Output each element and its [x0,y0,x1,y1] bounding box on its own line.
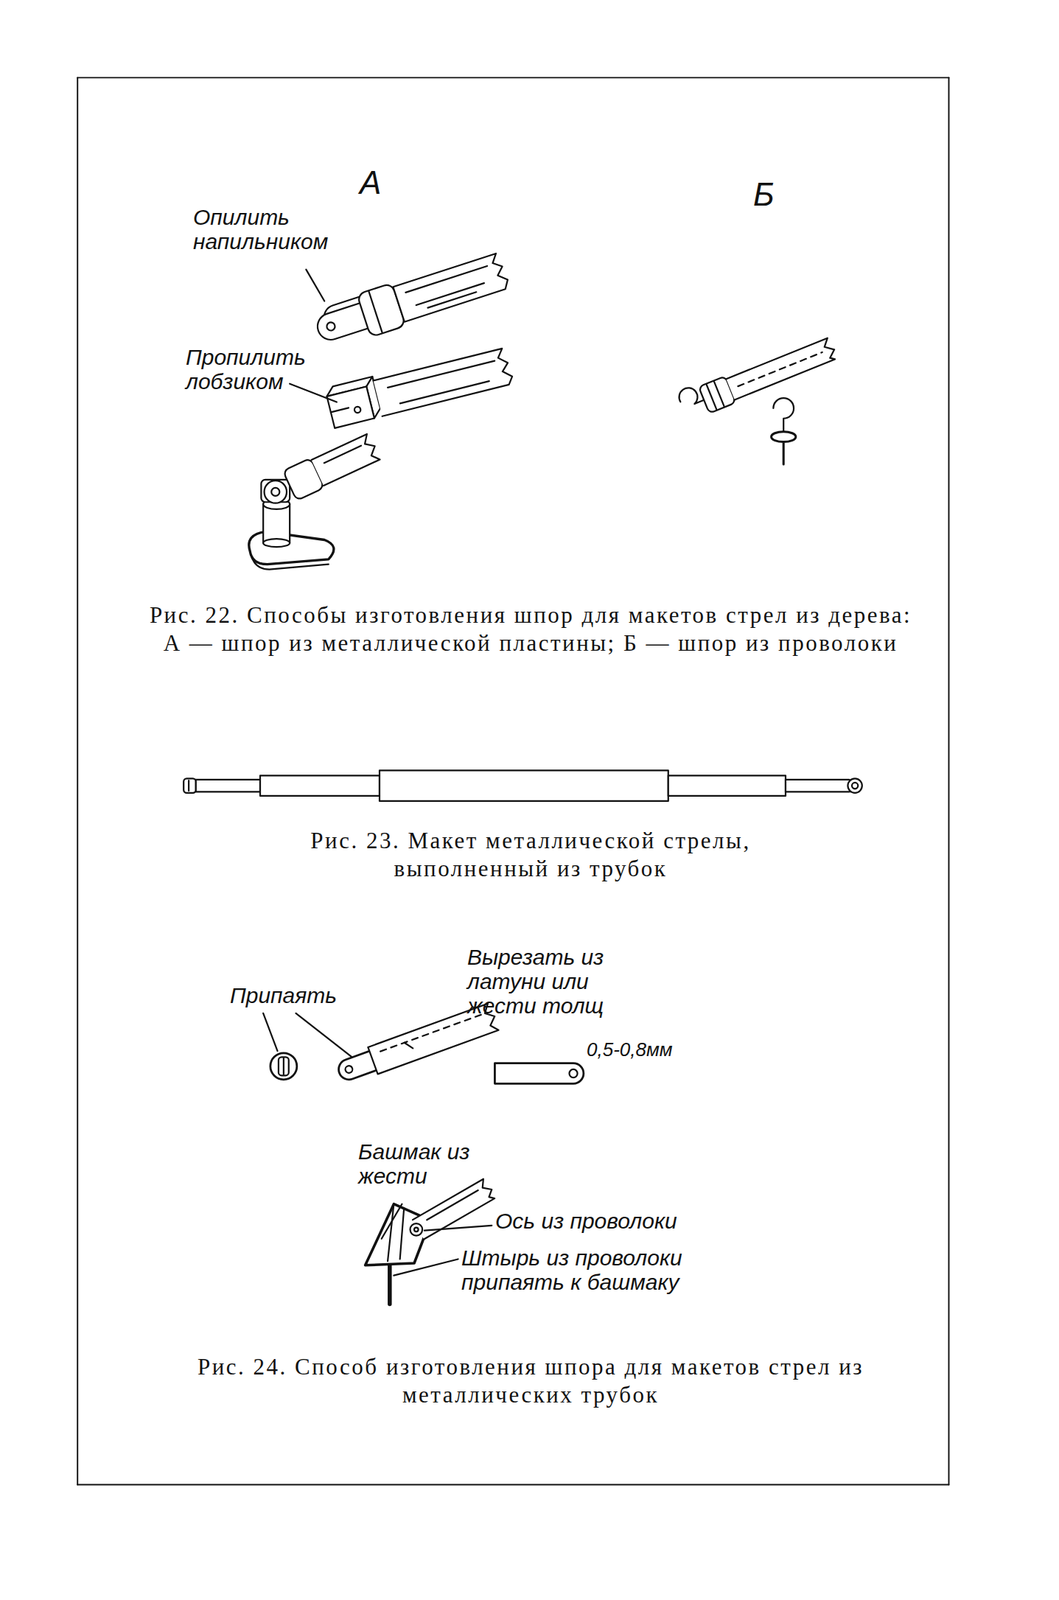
leader-line [289,383,337,403]
leader-line [263,1013,278,1051]
wood-boom-block-tip [324,343,515,428]
leader-line [381,1204,403,1239]
annotation-label: Опилить напильником [193,204,341,254]
wood-boom-fork-tip [310,248,512,352]
leader-line [295,1013,352,1058]
soldered-disc [270,1053,297,1080]
figure-caption: Рис. 23. Макет металлической стрелы, вып… [243,826,819,883]
variant-letter: Б [753,178,775,211]
annotation-label: Башмак из жести [358,1139,477,1188]
figure-caption: Рис. 22. Способы изготовления шпор для м… [147,601,914,658]
annotation-label: Штырь из проволоки припаять к башмаку [461,1245,705,1295]
leader-line [393,1258,458,1275]
assembled-heel [249,431,382,569]
wire-hook [771,397,796,465]
annotation-label: Ось из проволоки [495,1208,678,1233]
tube-boom-model [183,770,863,802]
figure-caption: Рис. 24. Способ изготовления шпора для м… [147,1353,914,1410]
annotation-label: Пропилить лобзиком [185,344,326,394]
page-frame [77,77,949,1485]
variant-letter: А [359,166,382,199]
brass-blank [494,1063,583,1085]
leader-line [305,269,325,302]
leader-line [424,1225,492,1231]
annotation-label: Припаять [229,983,337,1008]
annotation-label: Вырезать из латуни или жести толщ [467,944,615,1018]
wire-heel-boom [676,330,840,422]
dimension-label: 0,5-0,8мм [586,1039,673,1061]
